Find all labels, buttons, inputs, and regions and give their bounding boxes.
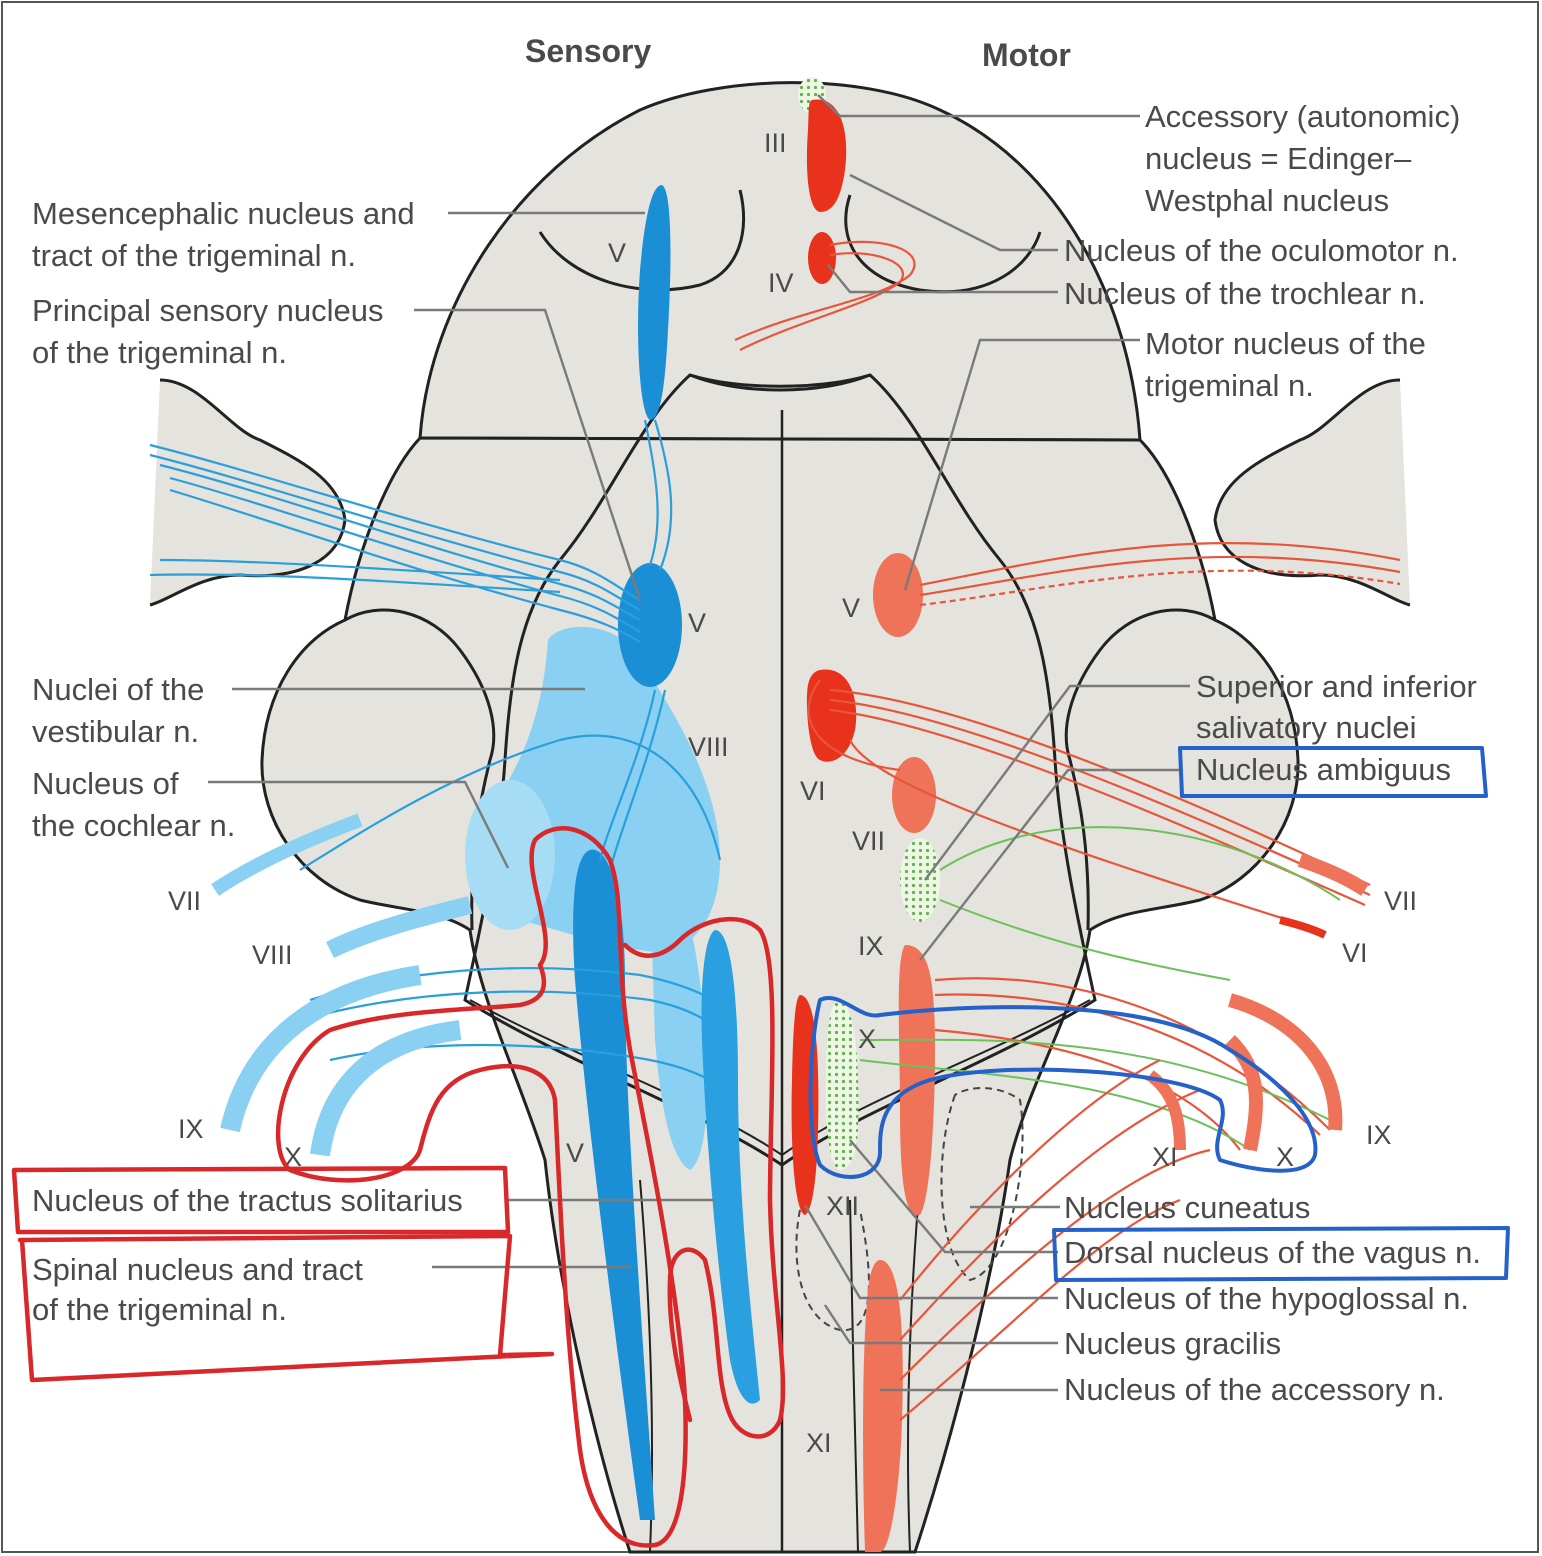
label-trochlear: Nucleus of the trochlear n.: [1064, 276, 1426, 311]
numeral-viii-inner: VIII: [688, 732, 729, 762]
numeral-v-top: V: [608, 238, 626, 268]
numeral-v-motor: V: [842, 593, 860, 623]
leader-lines: [208, 94, 1190, 1392]
label-motor-trigeminal-line1: Motor nucleus of the: [1145, 326, 1426, 361]
label-spinal-trigeminal-line2: of the trigeminal n.: [32, 1292, 287, 1327]
numeral-x-inner: X: [858, 1024, 876, 1054]
label-edinger-line3: Westphal nucleus: [1145, 183, 1389, 218]
label-oculomotor: Nucleus of the oculomotor n.: [1064, 233, 1459, 268]
numeral-vii-right: VII: [1384, 886, 1417, 916]
red-annotations: [11, 826, 786, 1548]
label-vestibular-line2: vestibular n.: [32, 714, 199, 749]
motor-nuclei: [734, 77, 1401, 1552]
numeral-xi-bottom: XI: [806, 1428, 832, 1458]
numeral-x-left: X: [284, 1142, 302, 1172]
label-ambiguus: Nucleus ambiguus: [1196, 752, 1451, 787]
numeral-v-sensory: V: [688, 608, 706, 638]
label-hypoglossal: Nucleus of the hypoglossal n.: [1064, 1281, 1469, 1316]
nerve-numerals: III IV V V V VIII VI VII IX X XII V XI V…: [168, 128, 1417, 1458]
numeral-ix-right: IX: [1366, 1120, 1392, 1150]
label-mesencephalic-line1: Mesencephalic nucleus and: [32, 196, 415, 231]
label-gracilis: Nucleus gracilis: [1064, 1326, 1281, 1361]
numeral-viii-left: VIII: [252, 940, 293, 970]
right-labels: Accessory (autonomic) nucleus = Edinger–…: [1064, 99, 1481, 1407]
numeral-vii-inner: VII: [852, 826, 885, 856]
label-motor-trigeminal-line2: trigeminal n.: [1145, 368, 1314, 403]
numeral-iii: III: [764, 128, 787, 158]
left-labels: Mesencephalic nucleus and tract of the t…: [32, 196, 463, 1327]
label-accessory: Nucleus of the accessory n.: [1064, 1372, 1445, 1407]
label-cochlear-line2: the cochlear n.: [32, 808, 235, 843]
numeral-xi-right: XI: [1152, 1142, 1178, 1172]
blue-annotations: [808, 746, 1510, 1282]
label-cochlear-line1: Nucleus of: [32, 766, 179, 801]
numeral-iv: IV: [768, 268, 794, 298]
numeral-xii-inner: XII: [826, 1191, 859, 1221]
label-dorsal-vagus: Dorsal nucleus of the vagus n.: [1064, 1235, 1481, 1270]
numeral-x-right: X: [1276, 1142, 1294, 1172]
label-vestibular-line1: Nuclei of the: [32, 672, 204, 707]
label-principal-line1: Principal sensory nucleus: [32, 293, 384, 328]
label-mesencephalic-line2: tract of the trigeminal n.: [32, 238, 356, 273]
numeral-v-lower: V: [566, 1138, 584, 1168]
numeral-ix-left: IX: [178, 1114, 204, 1144]
label-principal-line2: of the trigeminal n.: [32, 335, 287, 370]
label-edinger-line1: Accessory (autonomic): [1145, 99, 1460, 134]
label-cuneatus: Nucleus cuneatus: [1064, 1190, 1310, 1225]
numeral-ix-inner: IX: [858, 931, 884, 961]
label-solitarius: Nucleus of the tractus solitarius: [32, 1183, 463, 1218]
motor-header: Motor: [982, 37, 1071, 73]
brainstem-outline: [149, 81, 1411, 1554]
label-salivatory-line1: Superior and inferior: [1196, 669, 1477, 704]
numeral-vi-right: VI: [1342, 938, 1368, 968]
label-spinal-trigeminal-line1: Spinal nucleus and tract: [32, 1252, 363, 1287]
label-salivatory-line2: salivatory nuclei: [1196, 710, 1417, 745]
numeral-vi-inner: VI: [800, 776, 826, 806]
label-edinger-line2: nucleus = Edinger–: [1145, 141, 1412, 176]
sensory-header: Sensory: [525, 33, 651, 69]
numeral-vii-left: VII: [168, 886, 201, 916]
